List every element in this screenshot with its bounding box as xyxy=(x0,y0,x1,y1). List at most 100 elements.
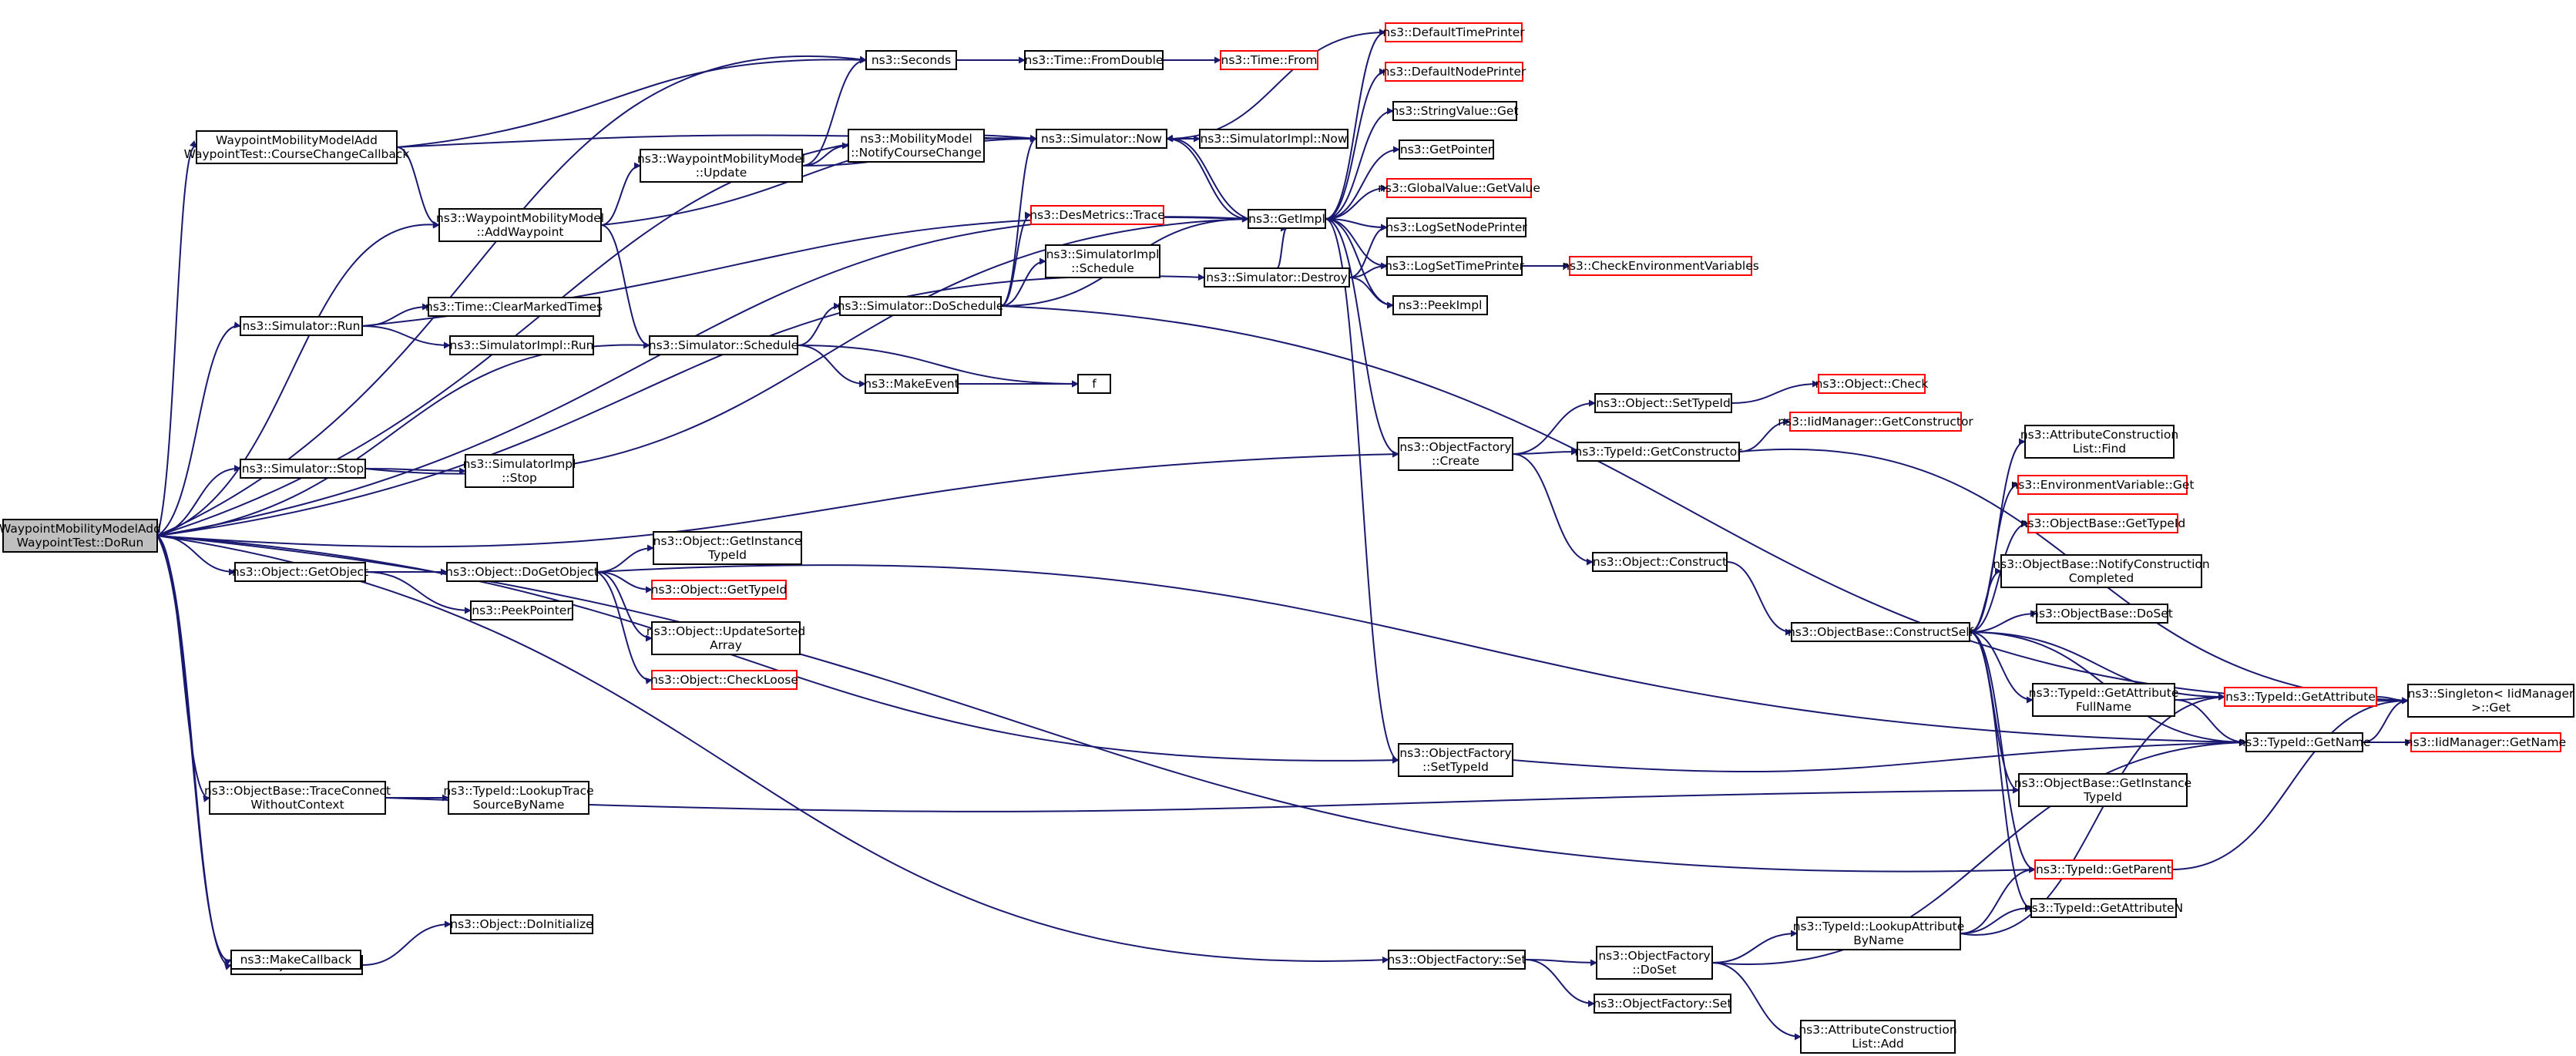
node-ofdoset[interactable]: ns3::ObjectFactory::DoSet xyxy=(1596,946,1713,980)
node-now[interactable]: ns3::Simulator::Now xyxy=(1036,129,1167,149)
node-seconds[interactable]: ns3::Seconds xyxy=(865,50,957,70)
node-dogo[interactable]: ns3::Object::DoGetObject xyxy=(445,562,599,582)
node-box xyxy=(1398,437,1513,471)
node-sisched[interactable]: ns3::SimulatorImpl::Schedule xyxy=(1045,244,1160,278)
node-fromdbl[interactable]: ns3::Time::FromDouble xyxy=(1024,50,1164,70)
node-wmmupd[interactable]: ns3::WaypointMobilityModel::Update xyxy=(637,149,805,183)
node-dosched[interactable]: ns3::Simulator::DoSchedule xyxy=(838,296,1004,316)
node-peekptr[interactable]: ns3::PeekPointer xyxy=(470,600,573,620)
node-label: WithoutContext xyxy=(250,798,344,812)
node-svget[interactable]: ns3::StringValue::Get xyxy=(1391,101,1519,121)
node-box xyxy=(1577,442,1740,462)
node-gvgv[interactable]: ns3::GlobalValue::GetValue xyxy=(1378,178,1540,198)
node-getobj[interactable]: ns3::Object::GetObject xyxy=(232,562,368,582)
node-tign[interactable]: ns3::TypeId::GetName xyxy=(2238,732,2371,752)
edge-wmmaw-to-wmmupd xyxy=(600,162,641,226)
node-evget[interactable]: ns3::EnvironmentVariable::Get xyxy=(2010,475,2195,495)
node-ofsti[interactable]: ns3::ObjectFactory::SetTypeId xyxy=(1398,743,1513,777)
node-mknotify[interactable]: ns3::MobilityModel::NotifyCourseChange xyxy=(848,129,985,163)
edge-getobj-to-peekptr xyxy=(364,571,472,614)
node-stop[interactable]: ns3::Simulator::Stop xyxy=(240,459,366,479)
node-ofset2[interactable]: ns3::ObjectFactory::Set xyxy=(1593,994,1732,1014)
edge-getimpl-to-ofcreate xyxy=(1325,218,1399,458)
node-dnp[interactable]: ns3::DefaultNodePrinter xyxy=(1382,62,1526,82)
node-obncc[interactable]: ns3::ObjectBase::NotifyConstructionCompl… xyxy=(1993,554,2210,588)
node-box xyxy=(1386,178,1532,198)
node-tcwc[interactable]: ns3::ObjectBase::TraceConnectWithoutCont… xyxy=(204,781,391,815)
node-peekimpl[interactable]: ns3::PeekImpl xyxy=(1392,295,1488,315)
node-lstp[interactable]: ns3::LogSetTimePrinter xyxy=(1385,256,1525,276)
node-sistop[interactable]: ns3::SimulatorImpl::Stop xyxy=(463,454,576,488)
node-box xyxy=(1796,916,1961,950)
node-lsnp[interactable]: ns3::LogSetNodePrinter xyxy=(1385,217,1527,237)
node-box xyxy=(839,296,1002,316)
node-obcs[interactable]: ns3::ObjectBase::ConstructSelf xyxy=(1788,622,1974,642)
node-imgn[interactable]: ns3::IidManager::GetName xyxy=(2406,732,2566,752)
edge-root-to-tigp xyxy=(156,535,2036,873)
node-box xyxy=(446,562,598,582)
node-tiga[interactable]: ns3::TypeId::GetAttribute xyxy=(2224,687,2377,707)
edge-oconstruct-to-obcs xyxy=(1726,561,1792,636)
node-obgti[interactable]: ns3::ObjectBase::GetTypeId xyxy=(2020,513,2186,533)
node-getimpl[interactable]: ns3::GetImpl xyxy=(1248,209,1326,229)
node-label: ns3::TypeId::GetParent xyxy=(2036,863,2171,876)
node-desm[interactable]: ns3::DesMetrics::Trace xyxy=(1029,205,1165,225)
node-run[interactable]: ns3::Simulator::Run xyxy=(240,316,363,336)
node-label: >::Get xyxy=(2471,701,2511,715)
node-tigan[interactable]: ns3::TypeId::GetAttributeN xyxy=(2024,898,2183,918)
edge-tign-to-singleton xyxy=(2362,697,2409,743)
node-label: ::Stop xyxy=(502,471,537,485)
node-ocl[interactable]: ns3::Object::CheckLoose xyxy=(650,670,798,690)
node-wmmaw[interactable]: ns3::WaypointMobilityModel::AddWaypoint xyxy=(436,208,604,242)
node-label: ns3::SimulatorImpl::Now xyxy=(1200,132,1347,146)
node-oconstruct[interactable]: ns3::Object::Construct xyxy=(1592,552,1728,572)
node-dtp[interactable]: ns3::DefaultTimePrinter xyxy=(1382,22,1525,42)
node-cev[interactable]: ns3::CheckEnvironmentVariables xyxy=(1562,256,1759,276)
edge-tilabn-to-tiga xyxy=(1960,693,2225,936)
node-tigp[interactable]: ns3::TypeId::GetParent xyxy=(2034,859,2173,879)
node-doinit[interactable]: ns3::Object::DoInitialize xyxy=(450,914,593,934)
node-box xyxy=(438,208,602,242)
node-timefrom[interactable]: ns3::Time::From xyxy=(1220,50,1318,70)
node-osti[interactable]: ns3::Object::SetTypeId xyxy=(1594,393,1732,413)
node-box xyxy=(651,670,798,690)
node-destroy[interactable]: ns3::Simulator::Destroy xyxy=(1204,267,1350,288)
node-ofset[interactable]: ns3::ObjectFactory::Set xyxy=(1387,950,1526,970)
node-obdoset[interactable]: ns3::ObjectBase::DoSet xyxy=(2031,604,2173,624)
node-ofcreate[interactable]: ns3::ObjectFactory::Create xyxy=(1398,437,1513,471)
node-label: ::DoSet xyxy=(1632,963,1676,977)
node-singleton[interactable]: ns3::Singleton< IidManager>::Get xyxy=(2407,684,2574,718)
node-mkev[interactable]: ns3::MakeEvent xyxy=(864,374,959,394)
node-sinow[interactable]: ns3::SimulatorImpl::Now xyxy=(1199,129,1348,149)
node-imgc[interactable]: ns3::IidManager::GetConstructor xyxy=(1778,412,1973,432)
node-box xyxy=(1199,129,1348,149)
node-label: ns3::Singleton< IidManager xyxy=(2408,687,2574,701)
node-tigc[interactable]: ns3::TypeId::GetConstructor xyxy=(1574,442,1742,462)
node-label: ns3::Simulator::DoSchedule xyxy=(838,299,1004,313)
edge-now-to-getimpl xyxy=(1166,138,1249,223)
node-f[interactable]: f xyxy=(1077,374,1111,394)
edge-sched-to-f xyxy=(797,345,1079,388)
edge-osti-to-ocheck xyxy=(1731,380,1819,404)
node-getptr[interactable]: ns3::GetPointer xyxy=(1399,140,1494,160)
node-sched[interactable]: ns3::Simulator::Schedule xyxy=(649,335,798,355)
node-cmt[interactable]: ns3::Time::ClearMarkedTimes xyxy=(425,297,603,317)
node-ocheck[interactable]: ns3::Object::Check xyxy=(1815,374,1929,394)
node-root[interactable]: WaypointMobilityModelAddWaypointTest::Do… xyxy=(0,519,161,553)
node-cb[interactable]: WaypointMobilityModelAddWaypointTest::Co… xyxy=(184,130,410,164)
node-label: ns3::Object::GetInstance xyxy=(653,534,802,548)
node-mkcb[interactable]: ns3::MakeCallback xyxy=(230,950,361,970)
node-ogti[interactable]: ns3::Object::GetTypeId xyxy=(651,580,788,600)
node-sirun[interactable]: ns3::SimulatorImpl::Run xyxy=(449,335,594,355)
node-label: ns3::TypeId::GetAttribute xyxy=(2029,686,2179,700)
node-box xyxy=(2407,684,2574,718)
edge-obcs-to-obgti xyxy=(1969,520,2029,633)
